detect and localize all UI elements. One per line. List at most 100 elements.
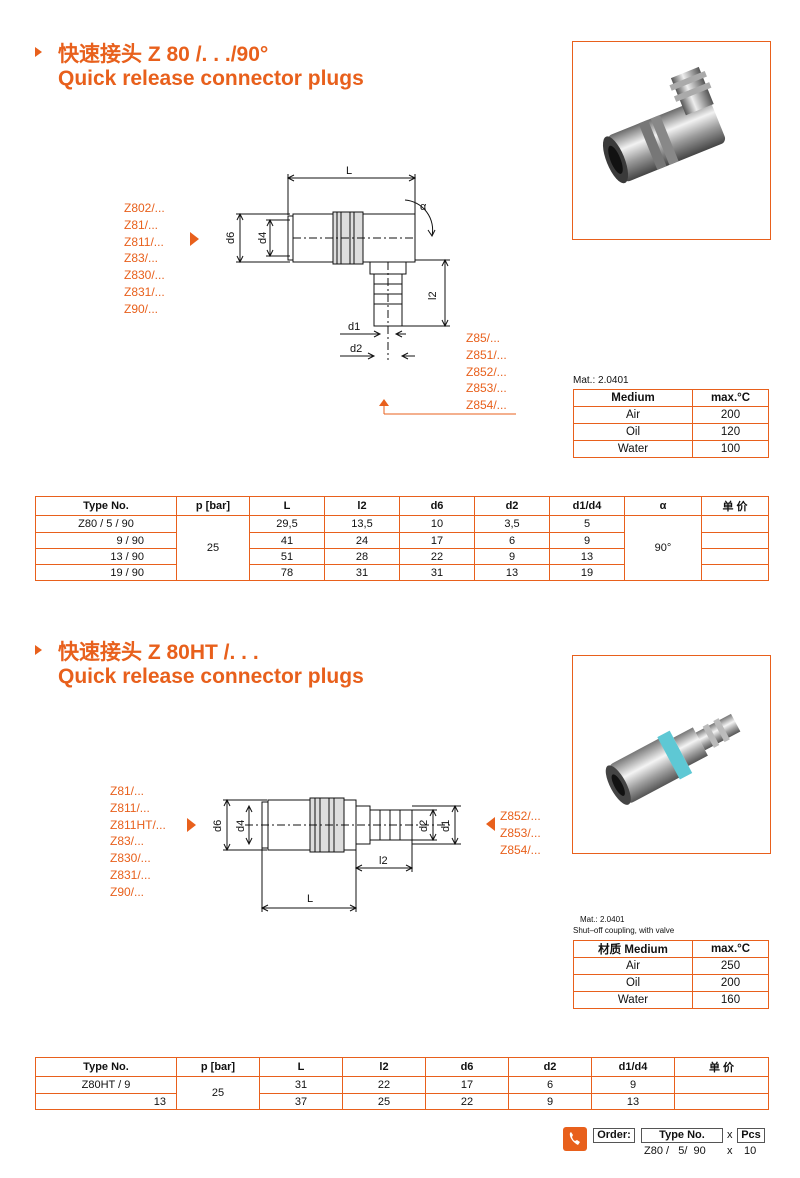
medium-cell: Air [573,957,693,975]
col-L: L [249,496,325,516]
code-item: Z90/... [110,884,145,899]
table-cell: 17 [425,1076,509,1094]
col-price: 单 价 [701,496,769,516]
code-item: Z853/... [466,381,507,396]
code-item: Z83/... [124,251,159,266]
section2-arrow-icon [35,645,42,655]
section2-material-note: Shut–off coupling, with valve [573,926,675,935]
section1-spec-table: Type No. p [bar] L l2 d6 d2 d1/d4 α 单 价 … [35,496,769,581]
col-price: 单 价 [674,1057,769,1077]
dim-l2: l2 [379,855,388,867]
section2-title-en: Quick release connector plugs [58,665,364,688]
section2-left-codes: Z81/... Z811/... Z811HT/... Z83/... Z830… [110,783,166,901]
section2-material: Mat.: 2.0401 [580,915,625,924]
medium-cell: Air [573,406,693,424]
table-cell: 6 [474,532,550,549]
code-item: Z831/... [110,867,151,882]
temp-cell: 200 [692,406,769,424]
price-cell [701,564,769,581]
col-type: Type No. [35,1057,177,1077]
table-cell: 13 [474,564,550,581]
dim-d2: d2 [418,820,430,832]
code-item: Z811/... [124,234,164,249]
table-cell: 25 [342,1093,426,1110]
section1-right-codes: Z85/... Z851/... Z852/... Z853/... Z854/… [466,330,507,414]
col-d6: d6 [425,1057,509,1077]
section1-arrow-icon [35,47,42,57]
medium-cell: Water [573,991,693,1009]
dim-d4: d4 [235,820,247,832]
table-cell: 22 [342,1076,426,1094]
type-cell: 9 / 90 [35,532,177,549]
order-times-1: x [727,1129,733,1141]
col-d1d4: d1/d4 [549,496,625,516]
section1-left-pointer-icon [190,232,199,246]
angle-cell: 90° [624,515,702,581]
code-item: Z830/... [110,851,151,866]
col-l2: l2 [342,1057,426,1077]
section2-title-cn: 快速接头 Z 80HT /. . . [58,641,259,664]
table-cell: 9 [591,1076,675,1094]
pressure-cell: 25 [176,1076,260,1110]
price-cell [701,532,769,549]
code-item: Z811/... [110,800,150,815]
table-cell: 3,5 [474,515,550,533]
phone-icon [563,1127,587,1151]
table-cell: 51 [249,548,325,565]
col-l2: l2 [324,496,400,516]
dim-d6: d6 [212,820,224,832]
dim-L: L [307,893,313,905]
code-item: Z852/... [500,809,541,823]
code-item: Z851/... [466,347,507,362]
temp-cell: 120 [692,423,769,441]
table-cell: 31 [324,564,400,581]
type-cell: 13 / 90 [35,548,177,565]
section1-right-pointer-icon [379,399,516,415]
code-item: Z90/... [124,301,159,316]
table-cell: 22 [399,548,475,565]
dim-d2: d2 [350,343,362,355]
col-alpha: α [624,496,702,516]
straight-connector-image [605,713,741,805]
table-cell: 41 [249,532,325,549]
code-item: Z81/... [110,784,145,798]
section1-left-codes: Z802/... Z81/... Z811/... Z83/... Z830/.… [124,200,165,318]
price-cell [674,1093,769,1110]
col-d2: d2 [474,496,550,516]
price-cell [674,1076,769,1094]
col-d6: d6 [399,496,475,516]
code-item: Z802/... [124,201,165,215]
section2-spec-table: Type No. p [bar] L l2 d6 d2 d1/d4 单 价 Z8… [35,1057,769,1110]
dim-alpha: α [420,201,427,213]
col-type: Type No. [35,496,177,516]
order-times-2: x [727,1145,733,1157]
price-cell [701,515,769,533]
temp-cell: 250 [692,957,769,975]
section2-right-pointer-icon [486,817,495,831]
section2-right-codes: Z852/... Z853/... Z854/... [500,808,541,858]
table-cell: 22 [425,1093,509,1110]
section1-material: Mat.: 2.0401 [573,375,629,386]
dim-l2: l2 [427,291,439,300]
table-cell: 13 [549,548,625,565]
code-item: Z830/... [124,268,165,283]
medium-cell: Oil [573,423,693,441]
table-cell: 9 [474,548,550,565]
table-cell: 5 [549,515,625,533]
dim-d1: d1 [440,820,452,832]
table-cell: 13,5 [324,515,400,533]
dim-d1: d1 [348,321,360,333]
table-cell: 28 [324,548,400,565]
order-pcs-label: Pcs [737,1128,765,1143]
table-cell: 10 [399,515,475,533]
section1-product-photo [572,41,771,240]
code-item: Z811HT/... [110,817,166,832]
section2-left-pointer-icon [187,818,196,832]
col-d1d4: d1/d4 [591,1057,675,1077]
table-cell: 17 [399,532,475,549]
section1-title-cn: 快速接头 Z 80 /. . ./90° [58,43,269,66]
code-item: Z831/... [124,284,165,299]
type-cell: Z80HT / 9 [35,1076,177,1094]
